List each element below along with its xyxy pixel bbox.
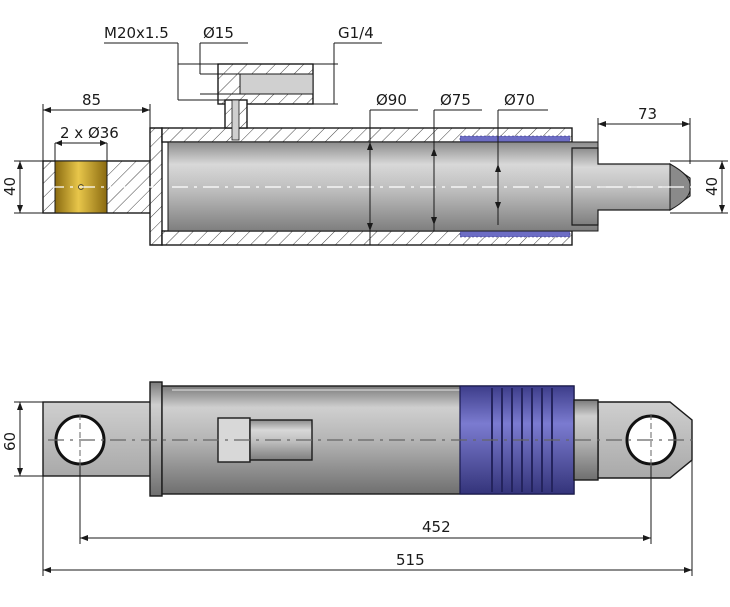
- rod-end-length-label: 73: [638, 105, 657, 123]
- thread-label: M20x1.5: [104, 24, 169, 42]
- bore-diameter-label: Ø90: [376, 91, 407, 109]
- port-diameter-label: Ø15: [203, 24, 234, 42]
- height-left-label: 40: [1, 177, 19, 196]
- bushing-label: 2 x Ø36: [60, 124, 119, 142]
- pipe-thread-label: G1/4: [338, 24, 374, 42]
- bottom-exterior-view: [14, 381, 695, 576]
- rear-flange: [149, 381, 163, 497]
- piston-rod-inner: [167, 141, 599, 232]
- gland-diameter-label: Ø75: [440, 91, 471, 109]
- pin-centers-label: 452: [422, 518, 451, 536]
- seal-strip-top: [459, 135, 571, 143]
- port-bore: [239, 73, 314, 95]
- eye-height-label: 60: [1, 432, 19, 451]
- seal-strip-bottom: [459, 230, 571, 238]
- height-right-label: 40: [703, 177, 721, 196]
- top-section-view: [14, 42, 728, 246]
- rod-diameter-label: Ø70: [504, 91, 535, 109]
- eye-length-label: 85: [82, 91, 101, 109]
- port-channel: [231, 99, 240, 141]
- overall-length-label: 515: [396, 551, 425, 569]
